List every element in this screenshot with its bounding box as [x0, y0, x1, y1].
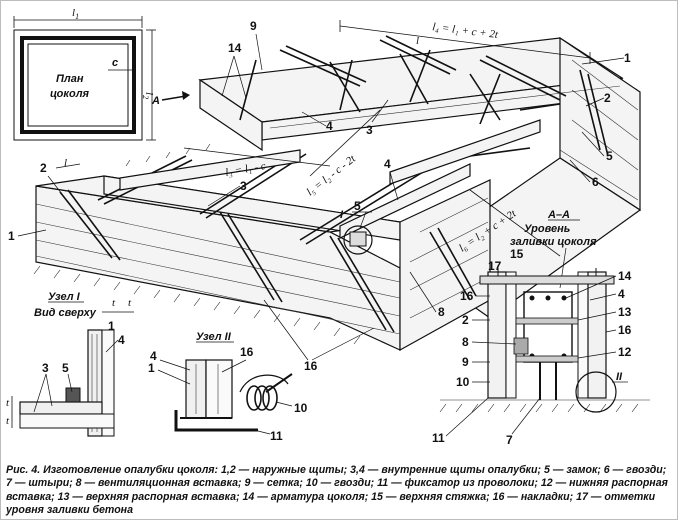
callout-4-back: 4 — [326, 119, 333, 133]
node1-callout-5: 5 — [62, 361, 69, 375]
node-mark-II: II — [616, 371, 623, 383]
callout-1-right: 1 — [624, 51, 631, 65]
callout-6-right: 6 — [592, 175, 599, 189]
section-A-A: А–А Уровень заливки цоколя II — [439, 209, 650, 413]
plan-dim-c: c — [112, 57, 118, 69]
callout-4-front: 4 — [384, 157, 391, 171]
callout-3-back: 3 — [366, 123, 373, 137]
sec-callout-15: 15 — [510, 247, 524, 261]
back-braces — [239, 49, 501, 125]
node1-callout-1: 1 — [108, 319, 115, 333]
node1-title: Узел I — [48, 291, 81, 303]
plan-dim-l1: l1 — [72, 7, 79, 21]
callout-14-main: 14 — [228, 41, 242, 55]
node1-dim-t-left2: t — [6, 415, 10, 427]
sec-callout-4: 4 — [618, 287, 625, 301]
section-subtitle-line1: Уровень — [524, 223, 570, 235]
dim-l-left: l — [64, 157, 67, 169]
plan-dim-l2: l2 — [141, 92, 155, 99]
plan-title-line2: цоколя — [50, 88, 90, 100]
node1-dim-t-top: t — [112, 297, 116, 309]
sec-callout-14: 14 — [618, 269, 632, 283]
callout-5-right: 5 — [606, 149, 613, 163]
node1-callout-4: 4 — [118, 333, 125, 347]
callout-8-front: 8 — [438, 305, 445, 319]
node2-title: Узел II — [196, 331, 232, 343]
callout-2-front: 2 — [40, 161, 47, 175]
callout-3-front: 3 — [240, 179, 247, 193]
node1-dim-t-left: t — [6, 397, 10, 409]
sec-callout-10: 10 — [456, 375, 470, 389]
section-arrow-A: A — [151, 95, 160, 107]
node1-callout-3: 3 — [42, 361, 49, 375]
dim-l4: l₄ = l₁ + c + 2t — [432, 21, 500, 41]
node2-callout-1: 1 — [148, 361, 155, 375]
sec-callout-2: 2 — [462, 313, 469, 327]
node2-callout-11: 11 — [270, 429, 283, 443]
main-callouts: 9 14 1 2 5 6 4 3 1 2 3 4 5 8 16 — [8, 19, 631, 373]
callout-9-main: 9 — [250, 19, 257, 33]
node1-subtitle: Вид сверху — [34, 307, 97, 319]
plan-of-plinth: l1 l2 c План цоколя — [13, 7, 156, 141]
callout-1-front: 1 — [8, 229, 15, 243]
figure-caption: Рис. 4. Изготовление опалубки цоколя: 1,… — [6, 464, 668, 517]
section-subtitle-line2: заливки цоколя — [510, 236, 597, 248]
sec-callout-9: 9 — [462, 355, 469, 369]
node2-callout-4: 4 — [150, 349, 157, 363]
node1-dim-t-top2: t — [128, 297, 132, 309]
callout-2-right: 2 — [604, 91, 611, 105]
node-I-detail: Узел I Вид сверху t t t t 3 5 4 1 — [6, 291, 134, 437]
section-title: А–А — [547, 209, 570, 221]
ground-hatch — [33, 143, 361, 345]
node2-callout-16: 16 — [240, 345, 254, 359]
front-wall-struts — [59, 69, 609, 333]
sec-callout-17: 17 — [488, 259, 502, 273]
dim-l5: l₅ = l₂ - c - 2t — [304, 152, 358, 198]
dim-l-top: l — [416, 35, 419, 47]
sec-callout-8: 8 — [462, 335, 469, 349]
formwork-isometric: I A l₄ = l₁ + c + 2t l l₃ = l₁ - c l₅ = … — [33, 20, 642, 352]
section-callouts: 15 17 14 4 13 16 12 16 2 8 9 10 11 7 — [432, 247, 632, 447]
node2-callout-10: 10 — [294, 401, 308, 415]
callout-16-front: 16 — [304, 359, 318, 373]
node-mark-I: I — [340, 209, 344, 221]
node-II-detail: Узел II 4 16 1 10 11 — [148, 331, 308, 443]
sec-callout-13: 13 — [618, 305, 632, 319]
sec-callout-12: 12 — [618, 345, 632, 359]
callout-5-front: 5 — [354, 199, 361, 213]
sec-callout-16: 16 — [618, 323, 632, 337]
sec-callout-11: 11 — [432, 431, 445, 445]
sec-callout-7: 7 — [506, 433, 513, 447]
plan-title-line1: План — [56, 73, 84, 85]
front-wall-boards — [35, 59, 639, 335]
sec-callout-16-left: 16 — [460, 289, 474, 303]
